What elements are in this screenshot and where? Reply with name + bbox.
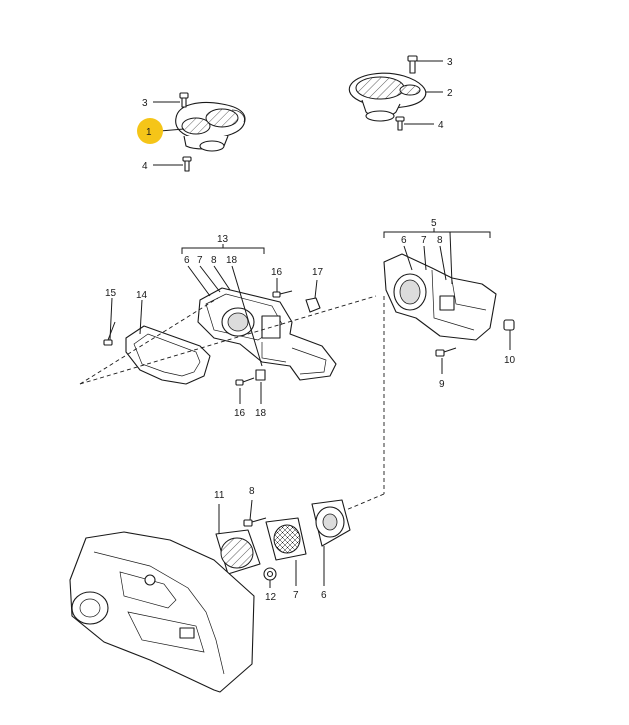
callout-18[interactable]: 18 [255, 408, 267, 419]
callout-2[interactable]: 2 [447, 88, 453, 99]
callout-15[interactable]: 15 [105, 288, 117, 299]
seal-gasket-part-14 [125, 325, 211, 385]
callout-13-sub-8[interactable]: 8 [211, 255, 217, 266]
clip-part-17 [305, 297, 321, 313]
tweeter-speaker-part-2 [348, 72, 427, 122]
speaker-part-6 [311, 499, 351, 547]
screw-part-8 [243, 517, 267, 527]
callout-13-sub-18[interactable]: 18 [226, 255, 238, 266]
callout-16-upper[interactable]: 16 [271, 267, 283, 278]
callout-5-sub-7[interactable]: 7 [421, 235, 427, 246]
screw-part-15 [103, 321, 116, 346]
nut-part-10 [503, 319, 515, 331]
callout-16-lower[interactable]: 16 [234, 408, 246, 419]
washer-part-12 [263, 567, 277, 581]
speaker-mount-part-11 [215, 529, 261, 575]
callout-4-right[interactable]: 4 [438, 120, 444, 131]
door-panel [69, 531, 255, 693]
callout-12[interactable]: 12 [265, 592, 277, 603]
callout-1[interactable]: 1 [146, 127, 152, 138]
callout-9[interactable]: 9 [439, 379, 445, 390]
screw-part-16-lower [235, 377, 255, 386]
screw-part-3-left [179, 92, 189, 108]
highlight-marker [137, 118, 163, 144]
callout-11[interactable]: 11 [214, 490, 225, 501]
callout-5[interactable]: 5 [431, 218, 437, 229]
rivet-part-4-left [182, 156, 192, 172]
screw-part-16-upper [272, 290, 293, 298]
callout-17[interactable]: 17 [312, 267, 324, 278]
nut-part-18 [255, 369, 266, 381]
callout-4-left[interactable]: 4 [142, 161, 148, 172]
callout-5-sub-8[interactable]: 8 [437, 235, 443, 246]
screw-part-9 [435, 347, 457, 357]
callout-3-right[interactable]: 3 [447, 57, 453, 68]
grille-part-7 [265, 517, 307, 561]
speaker-bracket-part-5 [383, 253, 497, 341]
callout-13-sub-6[interactable]: 6 [184, 255, 190, 266]
screw-part-3-right [407, 55, 418, 74]
callout-7[interactable]: 7 [293, 590, 299, 601]
callout-13[interactable]: 13 [217, 234, 229, 245]
callout-13-sub-7[interactable]: 7 [197, 255, 203, 266]
rivet-part-4-right [395, 116, 405, 131]
callout-8[interactable]: 8 [249, 486, 255, 497]
callout-10[interactable]: 10 [504, 355, 516, 366]
callout-5-sub-6[interactable]: 6 [401, 235, 407, 246]
tweeter-speaker-part-1 [175, 101, 246, 152]
callout-14[interactable]: 14 [136, 290, 148, 301]
callout-3-left[interactable]: 3 [142, 98, 148, 109]
callout-6[interactable]: 6 [321, 590, 327, 601]
